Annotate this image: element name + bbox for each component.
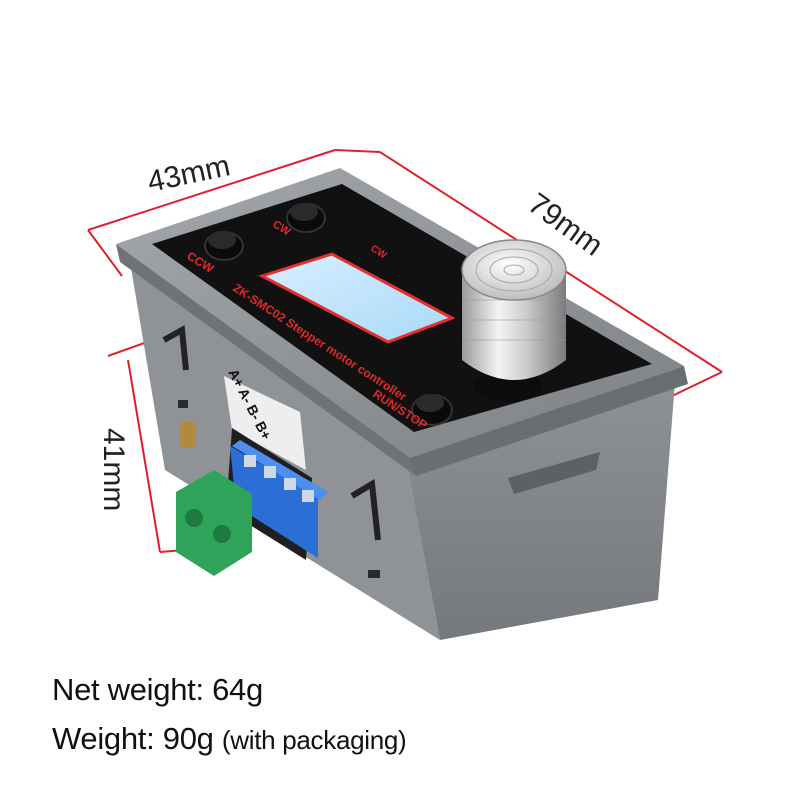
weight-caption: Weight: 90g (with packaging) <box>52 721 407 757</box>
weight-main-text: Weight: 90g <box>52 721 214 756</box>
run-stop-button[interactable] <box>411 394 453 426</box>
ccw-button[interactable] <box>204 231 244 261</box>
lcd-screen <box>258 252 456 344</box>
terminal-blocks <box>176 376 328 576</box>
net-weight-caption: Net weight: 64g <box>52 672 263 707</box>
height-dimension-label: 41mm <box>97 428 130 511</box>
weight-note-text: (with packaging) <box>221 725 407 755</box>
width-dimension-label: 43mm <box>145 149 233 199</box>
cw-button[interactable] <box>286 203 326 233</box>
rotary-knob[interactable] <box>461 239 567 402</box>
